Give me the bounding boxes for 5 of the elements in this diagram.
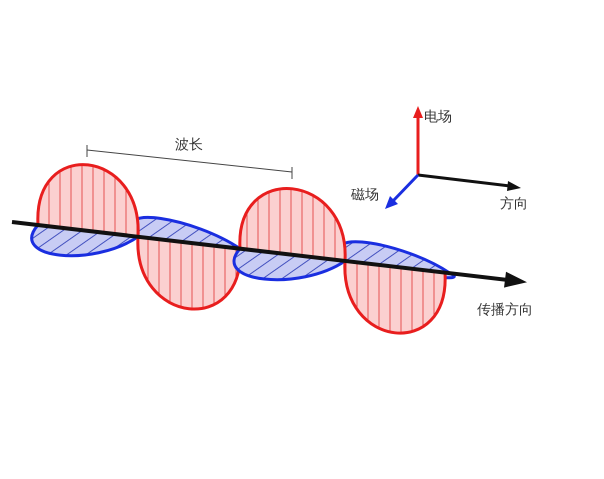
electric-field-label: 电场 (424, 110, 452, 124)
magnetic-field-label: 磁场 (351, 188, 379, 202)
wavelength-label: 波长 (175, 138, 203, 152)
propagation-direction-label: 传播方向 (477, 303, 533, 317)
direction-label: 方向 (500, 197, 528, 211)
